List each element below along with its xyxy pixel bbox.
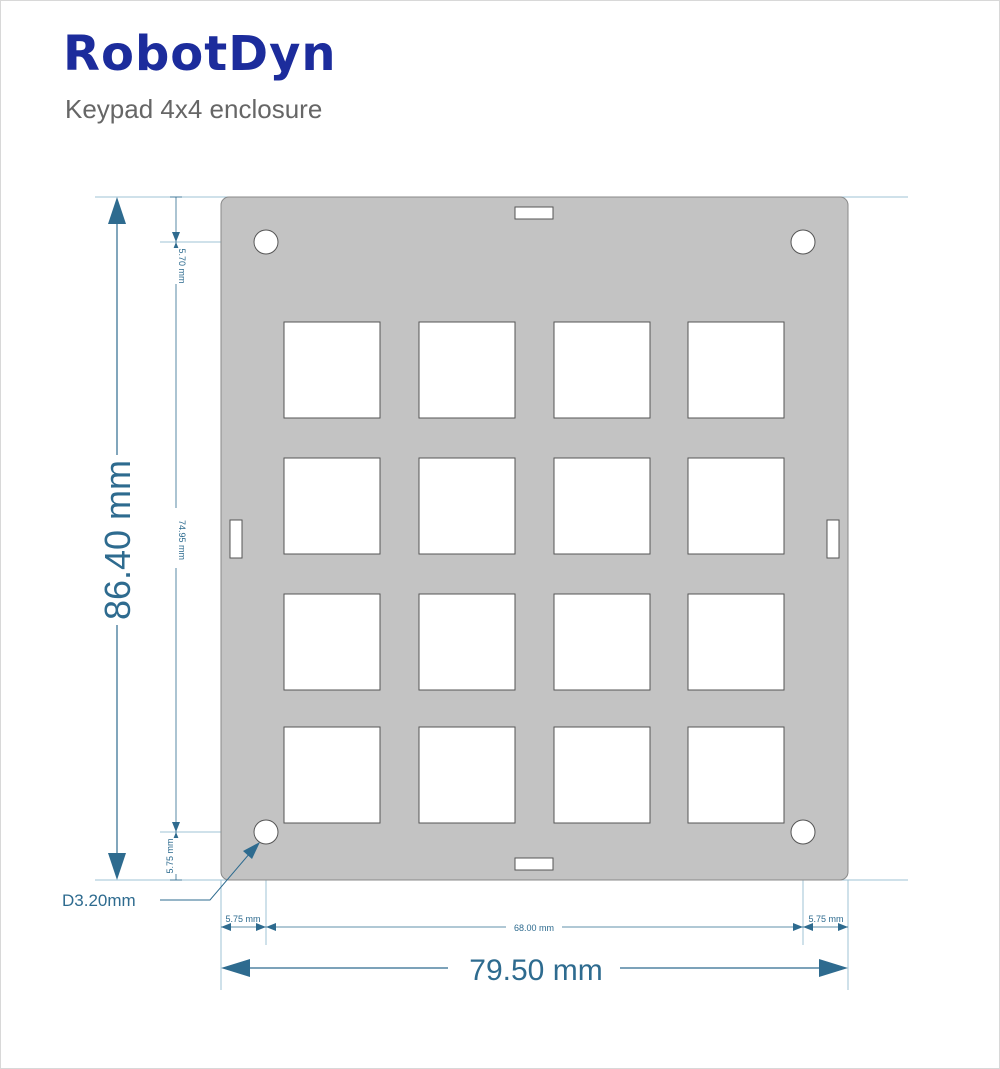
arrowhead-up-icon (108, 197, 126, 224)
key-cutout (418, 726, 516, 824)
key-cutout (687, 593, 785, 691)
mounting-holes (253, 229, 816, 845)
arrowhead-icon (172, 232, 180, 242)
drawing-subtitle: Keypad 4x4 enclosure (65, 94, 323, 124)
hole-spacing-label: 68.00 mm (514, 923, 554, 933)
top-offset-label: 5.70 mm (177, 248, 187, 283)
hole-diameter-label: D3.20mm (62, 891, 136, 910)
bottom-slot (514, 857, 554, 871)
arrowhead-icon (838, 923, 848, 931)
arrowhead-icon (803, 923, 813, 931)
robotdyn-logo: RobotDyn (63, 26, 337, 82)
arrowhead-right-icon (819, 959, 848, 977)
mounting-hole-bottom-right (790, 819, 816, 845)
key-cutout (283, 593, 381, 691)
overall-width-dimension: 79.50 mm (221, 954, 848, 987)
inner-height-dimension: 74.95 mm 5.70 mm 5.75 mm (165, 196, 187, 881)
key-cutout (283, 321, 381, 419)
arrowhead-icon (793, 923, 803, 931)
inner-height-label: 74.95 mm (177, 520, 187, 560)
key-cutout (687, 321, 785, 419)
arrowhead-down-icon (108, 853, 126, 880)
hole-spacing-dimension: 5.75 mm 68.00 mm 5.75 mm (221, 914, 848, 933)
key-cutout (418, 593, 516, 691)
arrowhead-icon (266, 923, 276, 931)
arrowhead-icon (243, 842, 260, 859)
key-cutout (283, 457, 381, 555)
key-cutout (553, 593, 651, 691)
arrowhead-icon (172, 822, 180, 832)
bottom-offset-label: 5.75 mm (165, 838, 175, 873)
key-cutout (418, 321, 516, 419)
arrowhead-left-icon (221, 959, 250, 977)
right-slot (826, 519, 840, 559)
key-cutout (283, 726, 381, 824)
key-cutout (553, 321, 651, 419)
key-cutout (687, 457, 785, 555)
overall-height-dimension: 86.40 mm (97, 197, 138, 880)
key-cutout (418, 457, 516, 555)
key-cutout (553, 457, 651, 555)
right-offset-label: 5.75 mm (808, 914, 843, 924)
key-cutout (687, 726, 785, 824)
top-slot (514, 206, 554, 220)
key-cutouts (283, 321, 785, 824)
hole-diameter-callout: D3.20mm (62, 842, 260, 910)
mounting-hole-top-right (790, 229, 816, 255)
mounting-hole-bottom-left (253, 819, 279, 845)
arrowhead-icon (221, 923, 231, 931)
slots (229, 206, 840, 871)
mounting-hole-top-left (253, 229, 279, 255)
overall-height-label: 86.40 mm (97, 460, 138, 620)
overall-width-label: 79.50 mm (469, 954, 602, 987)
arrowhead-icon (256, 923, 266, 931)
left-offset-label: 5.75 mm (225, 914, 260, 924)
key-cutout (553, 726, 651, 824)
left-slot (229, 519, 243, 559)
